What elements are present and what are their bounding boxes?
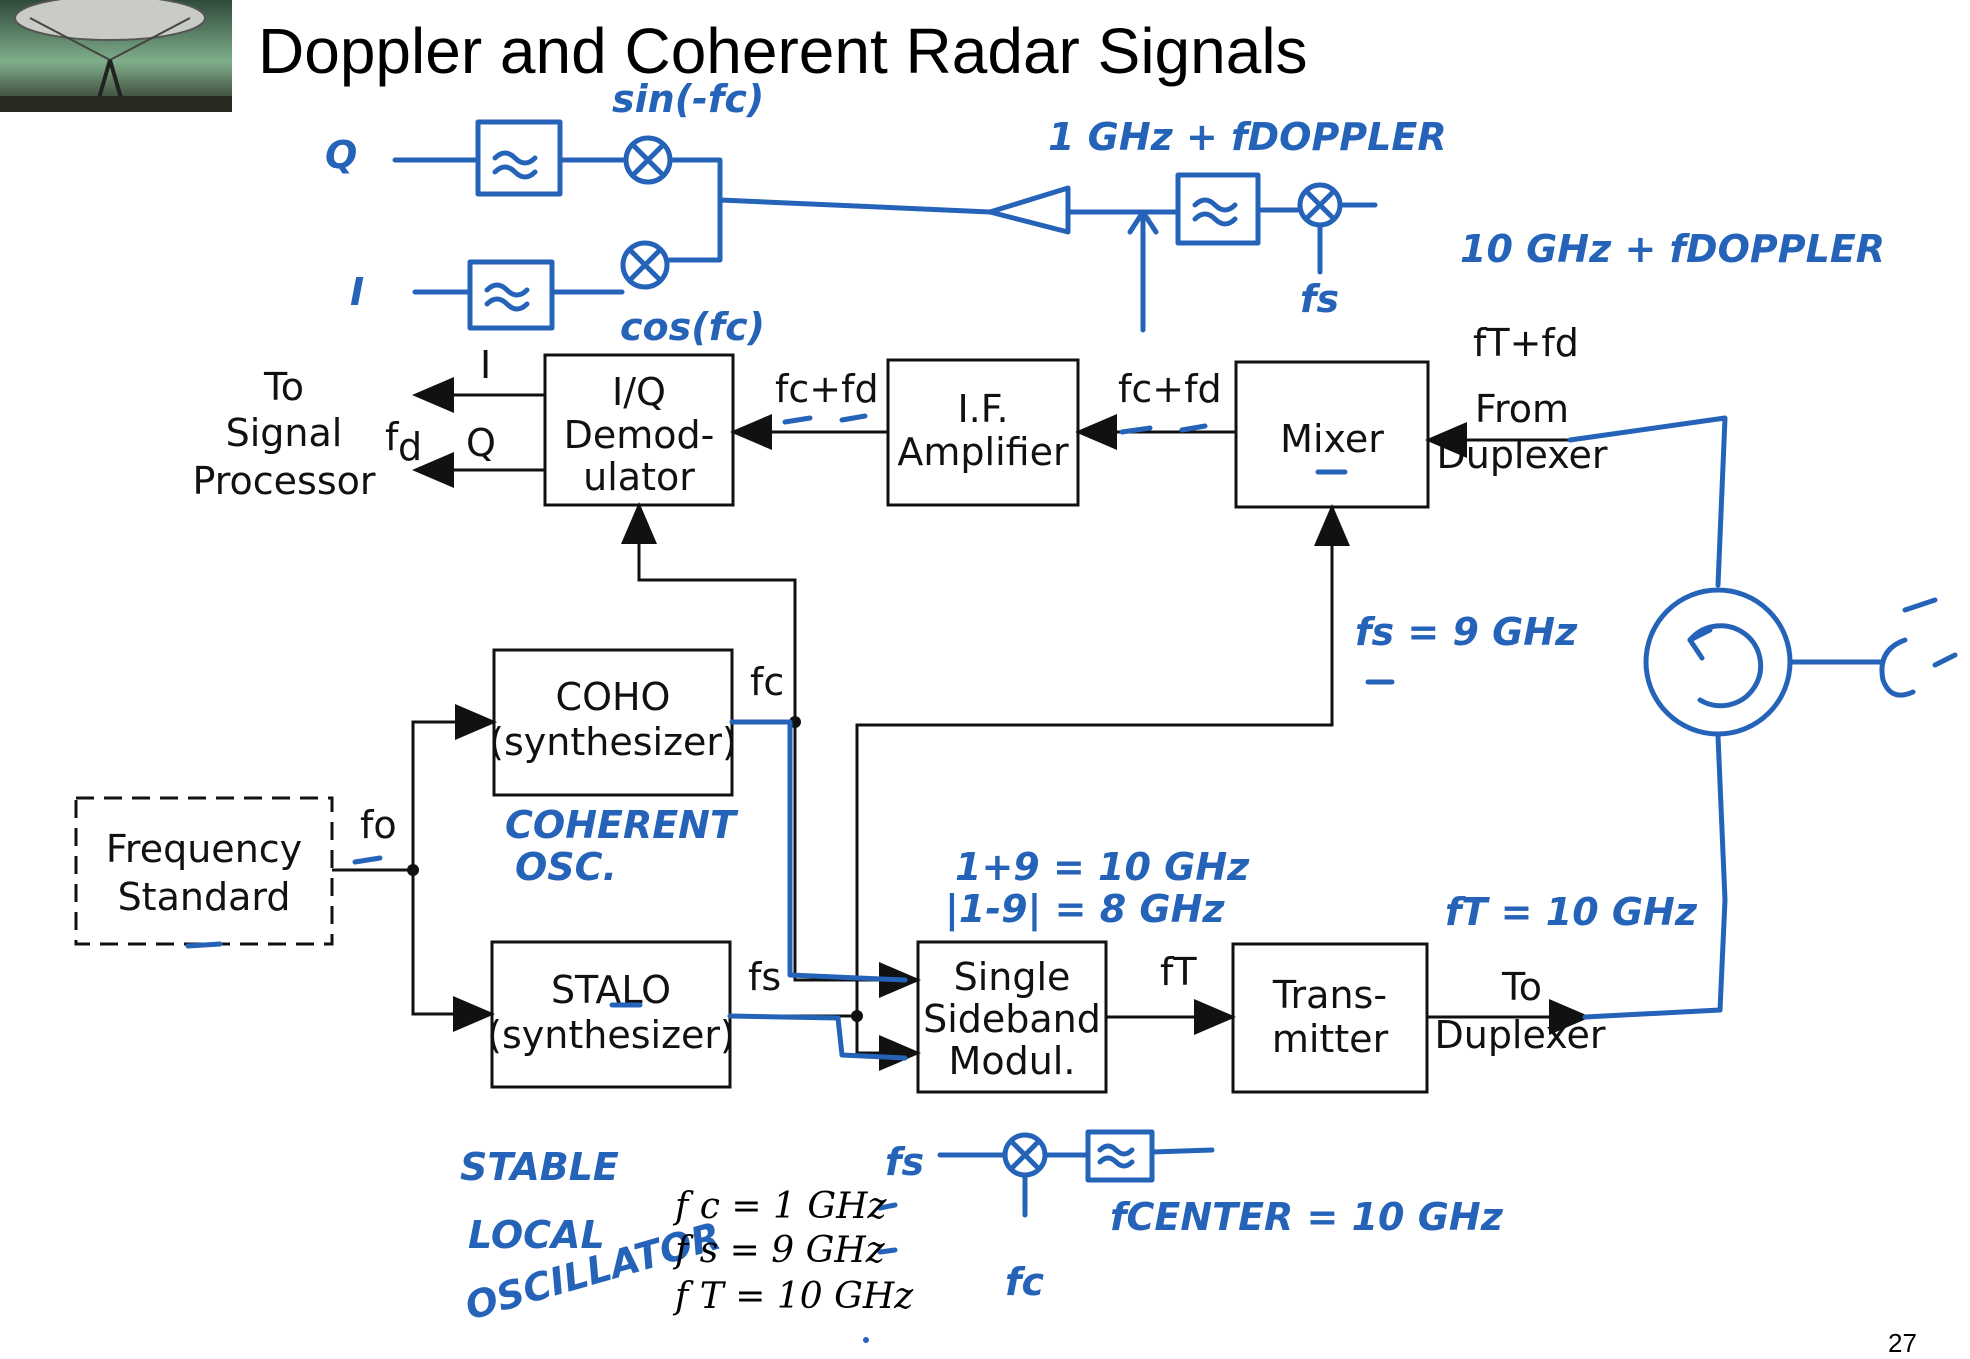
annotation-i: I — [350, 270, 364, 314]
ft-plus-fd-label: fT+fd — [1473, 321, 1579, 365]
annotation-coherent-osc-2: OSC. — [515, 845, 617, 889]
to-signal-processor-line-3: Processor — [192, 459, 375, 503]
output-fd-sub: d — [398, 425, 422, 469]
equation-fs: f s = 9 GHz — [672, 1230, 886, 1271]
from-duplexer-line-1: From — [1475, 387, 1569, 431]
frequency-standard-block: Frequency Standard — [74, 796, 334, 946]
ssb-line-3: Modul. — [949, 1039, 1076, 1083]
iq-demod-line-2: Demod- — [564, 413, 715, 457]
annotation-rf-freq: 10 GHz + fDOPPLER — [1460, 227, 1885, 271]
annotation-fs-9ghz: fs = 9 GHz — [1355, 610, 1578, 654]
iq-demod-line-1: I/Q — [612, 370, 666, 414]
mixer-block: Mixer — [1234, 360, 1430, 509]
fc-plus-fd-label-2: fc+fd — [1118, 367, 1222, 411]
annotation-stable: STABLE — [460, 1145, 619, 1189]
freq-std-line-1: Frequency — [106, 827, 302, 871]
handwritten-annotations: Q sin(-fc) I cos(fc) 1 GHz + fDOPPLER fs… — [185, 77, 1958, 1343]
annotation-sum: 1+9 = 10 GHz — [955, 845, 1250, 889]
transmitter-line-2: mitter — [1272, 1017, 1389, 1061]
to-signal-processor-line-1: To — [263, 365, 304, 409]
radar-dish-thumbnail — [0, 0, 232, 112]
coho-line-1: COHO — [556, 675, 671, 719]
fo-label: fo — [360, 803, 397, 847]
annotation-fs-bottom: fs — [885, 1140, 924, 1184]
ft-label: fT — [1160, 950, 1197, 994]
freq-std-line-2: Standard — [118, 875, 291, 919]
annotation-fc-bottom: fc — [1005, 1260, 1045, 1304]
annotation-q: Q — [325, 133, 357, 177]
ssb-line-1: Single — [954, 955, 1071, 999]
if-amp-line-2: Amplifier — [897, 430, 1069, 474]
ssb-line-2: Sideband — [923, 997, 1101, 1041]
transmitter-block: Trans- mitter — [1231, 942, 1429, 1094]
coho-line-2: (synthesizer) — [489, 720, 737, 764]
coho-block: COHO (synthesizer) — [489, 648, 737, 797]
stalo-block: STALO (synthesizer) — [487, 940, 735, 1089]
equation-ft: f T = 10 GHz — [672, 1276, 914, 1317]
to-duplexer-line-2: Duplexer — [1434, 1013, 1605, 1057]
fc-plus-fd-label-1: fc+fd — [775, 367, 879, 411]
output-fd-label: f — [385, 415, 400, 459]
mixer-label: Mixer — [1280, 417, 1384, 461]
output-q-label: Q — [466, 421, 496, 465]
slide-title: Doppler and Coherent Radar Signals — [258, 15, 1308, 87]
if-amplifier-block: I.F. Amplifier — [886, 358, 1080, 507]
stalo-line-2: (synthesizer) — [487, 1013, 735, 1057]
annotation-if-freq: 1 GHz + fDOPPLER — [1048, 115, 1447, 159]
if-amp-line-1: I.F. — [957, 387, 1008, 431]
annotation-coherent-osc-1: COHERENT — [505, 803, 739, 847]
equation-fc: f c = 1 GHz — [672, 1186, 887, 1227]
printed-labels: To Signal Processor I Q f d fc+fd fc+fd … — [192, 321, 1607, 1057]
annotation-fs-small: fs — [1300, 277, 1339, 321]
transmitter-line-1: Trans- — [1272, 973, 1387, 1017]
annotation-cos: cos(fc) — [620, 305, 765, 349]
annotation-ft-10ghz: fT = 10 GHz — [1445, 890, 1698, 934]
single-sideband-modulator-block: Single Sideband Modul. — [916, 940, 1108, 1094]
iq-demodulator-block: I/Q Demod- ulator — [543, 353, 735, 507]
annotation-fcenter: fCENTER = 10 GHz — [1110, 1195, 1504, 1239]
annotation-local: LOCAL — [468, 1213, 605, 1257]
fs-label: fs — [748, 955, 781, 999]
to-duplexer-line-1: To — [1501, 965, 1542, 1009]
frequency-equations: f c = 1 GHz f s = 9 GHz f T = 10 GHz — [672, 1186, 914, 1317]
fc-label: fc — [750, 660, 784, 704]
iq-demod-line-3: ulator — [583, 455, 695, 499]
annotation-diff: |1-9| = 8 GHz — [945, 887, 1225, 932]
to-signal-processor-line-2: Signal — [226, 411, 343, 455]
output-i-label: I — [480, 343, 491, 387]
annotation-sin: sin(-fc) — [612, 77, 764, 121]
